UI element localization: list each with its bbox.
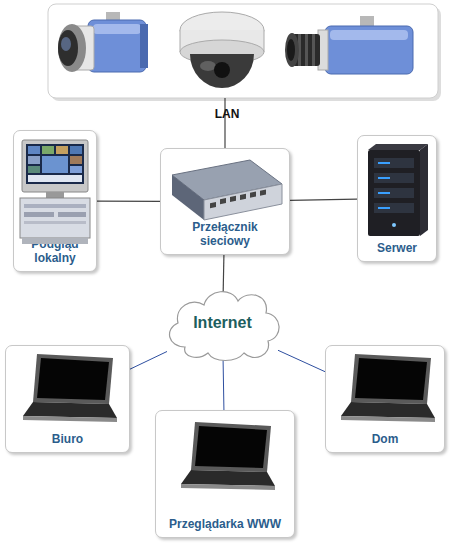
- device-box: Przeglądarka WWW: [155, 410, 295, 538]
- device-box: Przełącznik sieciowy: [160, 148, 290, 255]
- device-label: Przeglądarka WWW: [169, 518, 281, 532]
- connector-line: [130, 351, 167, 369]
- network-cloud: Internet: [160, 285, 285, 365]
- device-label: Biuro: [52, 433, 83, 447]
- connector-line: [223, 358, 225, 410]
- cloud-shape: [170, 292, 280, 361]
- connector-line: [223, 255, 225, 292]
- wire-label: LAN: [205, 107, 249, 121]
- device-box: Dom: [325, 345, 445, 453]
- box-camera: [58, 12, 148, 72]
- camera-panel: [48, 4, 441, 101]
- device-label: Podgląd lokalny: [15, 238, 95, 266]
- connector-line: [97, 201, 160, 202]
- connector-line: [290, 199, 357, 200]
- box-camera: [285, 16, 413, 74]
- device-label: Serwer: [377, 242, 417, 256]
- device-label: Internet: [193, 314, 252, 332]
- device-box: Serwer: [357, 135, 437, 262]
- device-box: Podgląd lokalny: [13, 130, 97, 272]
- device-box: Biuro: [5, 345, 130, 453]
- device-label: Dom: [372, 433, 399, 447]
- device-label: Przełącznik sieciowy: [177, 221, 273, 249]
- dome-camera: [180, 12, 264, 88]
- lan-wire: [224, 98, 225, 148]
- connector-line: [278, 350, 325, 371]
